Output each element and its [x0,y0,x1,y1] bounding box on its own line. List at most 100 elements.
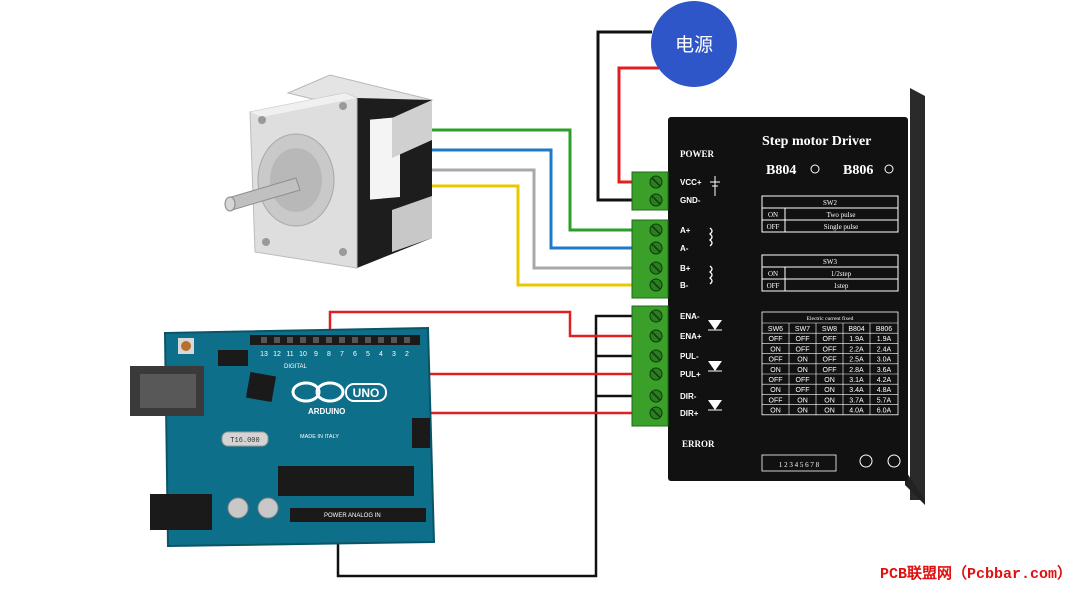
potentiometer-icon[interactable] [859,454,873,468]
terminal-screw-slot [651,243,661,253]
arduino-pin-label: 8 [327,351,331,358]
sw3-cell: 1step [834,282,849,290]
terminal-screw-slot [651,225,661,235]
terminal-screw-slot [651,263,661,273]
battery-icon [710,176,720,196]
arduino-pin-label: 6 [353,351,357,358]
arduino-pin[interactable] [274,337,280,343]
arduino-pin[interactable] [326,337,332,343]
ena-red-wire [328,310,654,346]
crystal-label: T16.000 [230,437,259,445]
current-table-cell: 4.0A [849,408,864,415]
arduino-pin-label: 4 [379,351,383,358]
current-table-cell: ON [797,408,808,415]
terminal-screw-slot [651,408,661,418]
terminal-label: DIR- [680,392,697,401]
current-table-cell: 2.8A [849,367,864,374]
atmega-chip [278,466,414,496]
current-table-cell: 3.7A [849,397,864,404]
motor-screw [339,102,347,110]
potentiometer-icon[interactable] [887,454,901,468]
current-table-cell: OFF [823,367,837,374]
current-table-cell: 3.0A [877,357,892,364]
sw2-cell: ON [768,211,778,219]
arduino-pin-label: 2 [405,351,409,358]
optocoupler-ena-icon [708,320,722,331]
capacitor [227,497,249,519]
digital-header [250,335,420,345]
optocoupler-dir-icon [708,400,722,411]
terminal-label: B- [680,281,689,290]
terminal-screw-slot [651,369,661,379]
terminal-label: A- [680,244,689,253]
terminal-label: ENA- [680,312,700,321]
arduino-pin[interactable] [378,337,384,343]
current-table-cell: 3.6A [877,367,892,374]
motor-screw [258,116,266,124]
current-table-cell: 5.7A [877,397,892,404]
made-in-label: MADE IN ITALY [300,434,339,440]
current-table-cell: OFF [796,387,810,394]
arduino-pin[interactable] [261,337,267,343]
arduino-pin[interactable] [404,337,410,343]
coil-b-icon [708,265,713,285]
motor-green-wire [430,128,654,232]
terminal-screw-slot [651,177,661,187]
terminal-screw-slot [651,351,661,361]
watermark: PCB联盟网（Pcbbar.com） [879,566,1072,583]
sw2-cell: Single pulse [824,223,858,231]
terminal-screw-slot [651,331,661,341]
current-table-cell: OFF [796,346,810,353]
motor-blue-wire [430,148,654,250]
current-table-cell: ON [797,357,808,364]
arduino-pin[interactable] [391,337,397,343]
current-table-cell: 2.4A [877,346,892,353]
current-table-cell: 1.9A [877,336,892,343]
current-table-cell: OFF [823,346,837,353]
dc-jack [150,494,212,530]
current-table-cell: ON [770,346,781,353]
arduino-pin-label: 3 [392,351,396,358]
current-table-cell: 1.9A [849,336,864,343]
stepper-driver: POWER Step motor Driver B804 B806 ERROR … [631,88,925,505]
driver-error-label: ERROR [682,439,715,449]
driver-title: Step motor Driver [762,134,871,149]
terminal-block [631,305,669,427]
arduino-pin[interactable] [352,337,358,343]
arduino-pin[interactable] [287,337,293,343]
current-table-border [761,311,899,416]
arduino-pin-label: 10 [299,351,307,358]
sw3-table: SW3 ON 1/2step OFF 1step [761,254,899,292]
sw3-title: SW3 [823,258,838,266]
arduino-pin[interactable] [365,337,371,343]
power-black-wire [596,30,654,202]
driver-model-b804: B804 [766,163,796,178]
dip-switch[interactable]: 1 2 3 4 5 6 7 8 [761,454,837,472]
current-table-cell: ON [770,387,781,394]
current-table-cell: ON [824,377,835,384]
current-table-cell: ON [824,397,835,404]
arduino-pin[interactable] [339,337,345,343]
current-table-cell: 3.4A [849,387,864,394]
arduino-pin[interactable] [313,337,319,343]
current-table-cell: ON [797,397,808,404]
terminal-label: GND- [680,196,701,205]
terminal-label: B+ [680,264,691,273]
current-table-cell: 2.5A [849,357,864,364]
capacitor [257,497,279,519]
terminal-label: DIR+ [680,409,699,418]
current-table-cell: OFF [823,357,837,364]
motor-screw [339,248,347,256]
current-table-cell: OFF [769,397,783,404]
current-table-cell: SW6 [768,326,783,333]
arduino-pin[interactable] [300,337,306,343]
power-analog-header [290,508,426,522]
b804-led-icon [810,164,820,174]
stepper-motor [224,74,434,269]
terminal-screw-slot [651,311,661,321]
current-table-cell: B804 [848,326,864,333]
current-table-cell: OFF [769,357,783,364]
current-table-title: Electric current fixed [807,315,854,322]
arduino-pin-label: 7 [340,351,344,358]
